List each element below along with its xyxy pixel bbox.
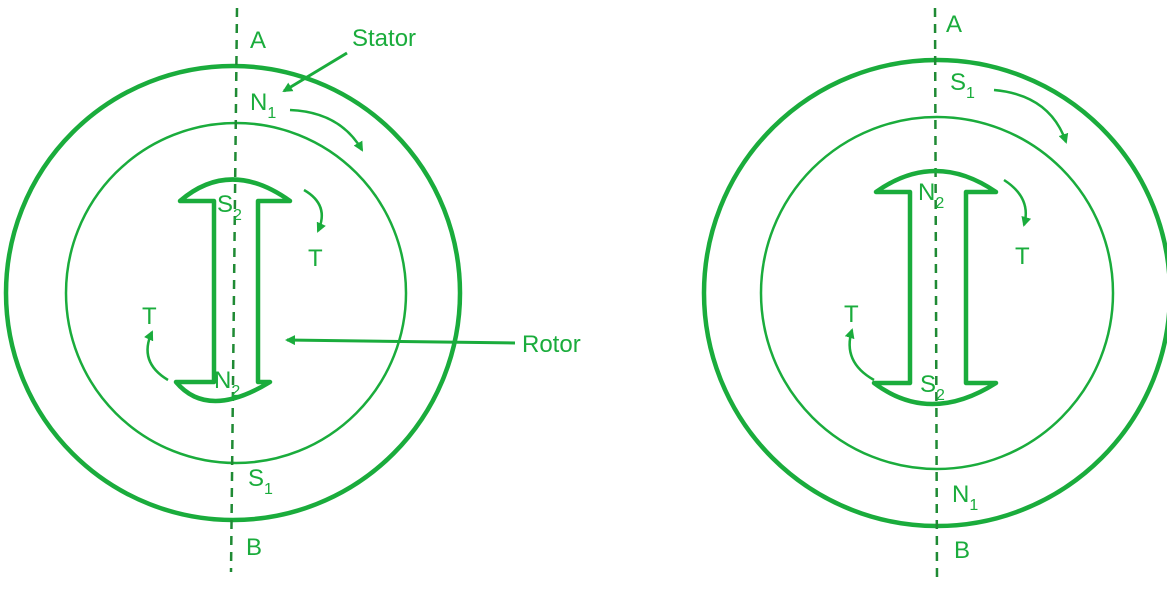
left-axis-label-bottom: B — [246, 534, 262, 561]
left-torque-label-bottom: T — [142, 303, 157, 330]
stator-callout-label: Stator — [352, 25, 416, 52]
left-axis-label-top: A — [250, 27, 266, 54]
right-motor: A B S1 N1 N2 S2 T T — [701, 7, 1167, 581]
rotor-callout-line — [285, 335, 516, 346]
left-stator-rotation-arrow — [289, 108, 364, 152]
right-axis-label-bottom: B — [954, 537, 970, 564]
left-stator-top-pole: N1 — [250, 89, 276, 122]
left-torque-label-top: T — [308, 245, 323, 272]
right-rotor-bottom-pole: S2 — [920, 371, 945, 404]
rotor-callout-label: Rotor — [522, 331, 581, 358]
right-stator-bottom-pole: N1 — [952, 481, 978, 514]
right-rotor-top-pole: N2 — [918, 179, 944, 212]
right-torque-label-top: T — [1015, 243, 1030, 270]
left-torque-arrow-top — [303, 188, 326, 233]
right-rotor — [871, 168, 999, 407]
left-rotor-top-pole: S2 — [217, 191, 242, 224]
left-rotor — [173, 177, 293, 404]
left-axis-line — [229, 7, 239, 573]
left-motor: A B N1 S1 S2 N2 T T Stator Rotor — [3, 7, 581, 573]
left-torque-arrow-bottom — [144, 330, 169, 382]
left-stator-outer-ring — [3, 63, 463, 523]
right-axis-label-top: A — [946, 11, 962, 38]
right-stator-inner-ring — [759, 115, 1115, 471]
right-torque-label-bottom: T — [844, 301, 859, 328]
right-axis-line — [933, 7, 939, 581]
left-stator-bottom-pole: S1 — [248, 465, 273, 498]
right-stator-rotation-arrow — [993, 88, 1069, 144]
left-rotor-bottom-pole: N2 — [214, 367, 240, 400]
stator-callout-line — [282, 51, 348, 93]
right-stator-top-pole: S1 — [950, 69, 975, 102]
right-torque-arrow-top — [1003, 178, 1032, 227]
right-torque-arrow-bottom — [844, 328, 875, 382]
